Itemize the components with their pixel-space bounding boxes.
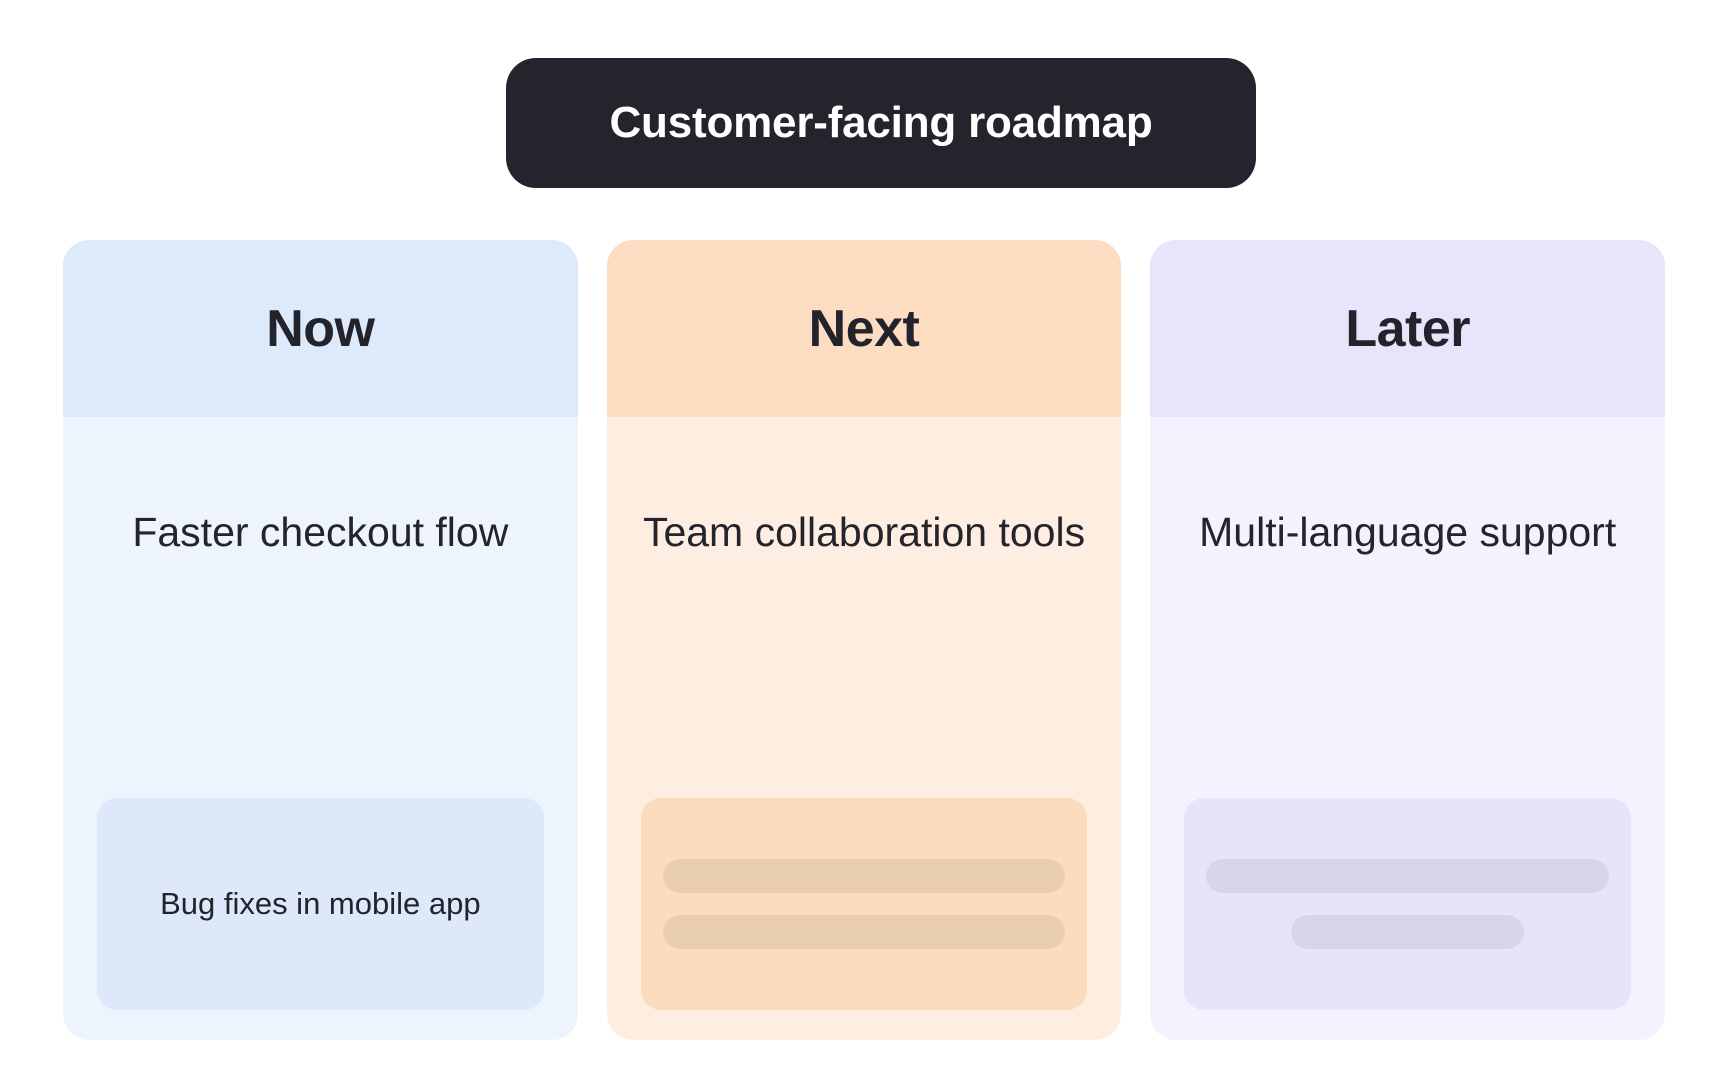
column-lead-next: Team collaboration tools [642, 509, 1086, 555]
column-header-now: Now [63, 240, 578, 417]
column-body-later: Multi-language support [1150, 417, 1665, 1040]
column-lead-now: Faster checkout flow [132, 509, 509, 555]
roadmap-column-next[interactable]: Next Team collaboration tools [606, 240, 1122, 1040]
page-title: Customer-facing roadmap [609, 98, 1153, 147]
roadmap-column-later[interactable]: Later Multi-language support [1150, 240, 1666, 1040]
skeleton-bar [662, 859, 1066, 893]
roadmap-card-later[interactable] [1184, 798, 1632, 1010]
roadmap-card-next[interactable] [640, 798, 1088, 1010]
column-header-later: Later [1150, 240, 1666, 417]
skeleton-placeholder-later [1206, 859, 1610, 949]
column-title-later: Later [1345, 299, 1470, 358]
roadmap-card-text-now: Bug fixes in mobile app [160, 885, 481, 921]
roadmap-column-now[interactable]: Now Faster checkout flow Bug fixes in mo… [63, 240, 578, 1040]
column-title-now: Now [266, 299, 375, 358]
column-body-next: Team collaboration tools [607, 417, 1122, 1040]
skeleton-bar [1290, 915, 1525, 949]
skeleton-bar [1206, 859, 1610, 893]
skeleton-placeholder-next [662, 859, 1066, 949]
column-header-next: Next [606, 240, 1122, 417]
column-body-now: Faster checkout flow Bug fixes in mobile… [63, 417, 578, 1040]
board-title-pill: Customer-facing roadmap [506, 58, 1256, 188]
column-title-next: Next [808, 299, 920, 358]
skeleton-bar [662, 915, 1066, 949]
column-lead-later: Multi-language support [1199, 509, 1617, 555]
roadmap-card-now[interactable]: Bug fixes in mobile app [97, 798, 544, 1010]
roadmap-columns: Now Faster checkout flow Bug fixes in mo… [63, 240, 1666, 1040]
